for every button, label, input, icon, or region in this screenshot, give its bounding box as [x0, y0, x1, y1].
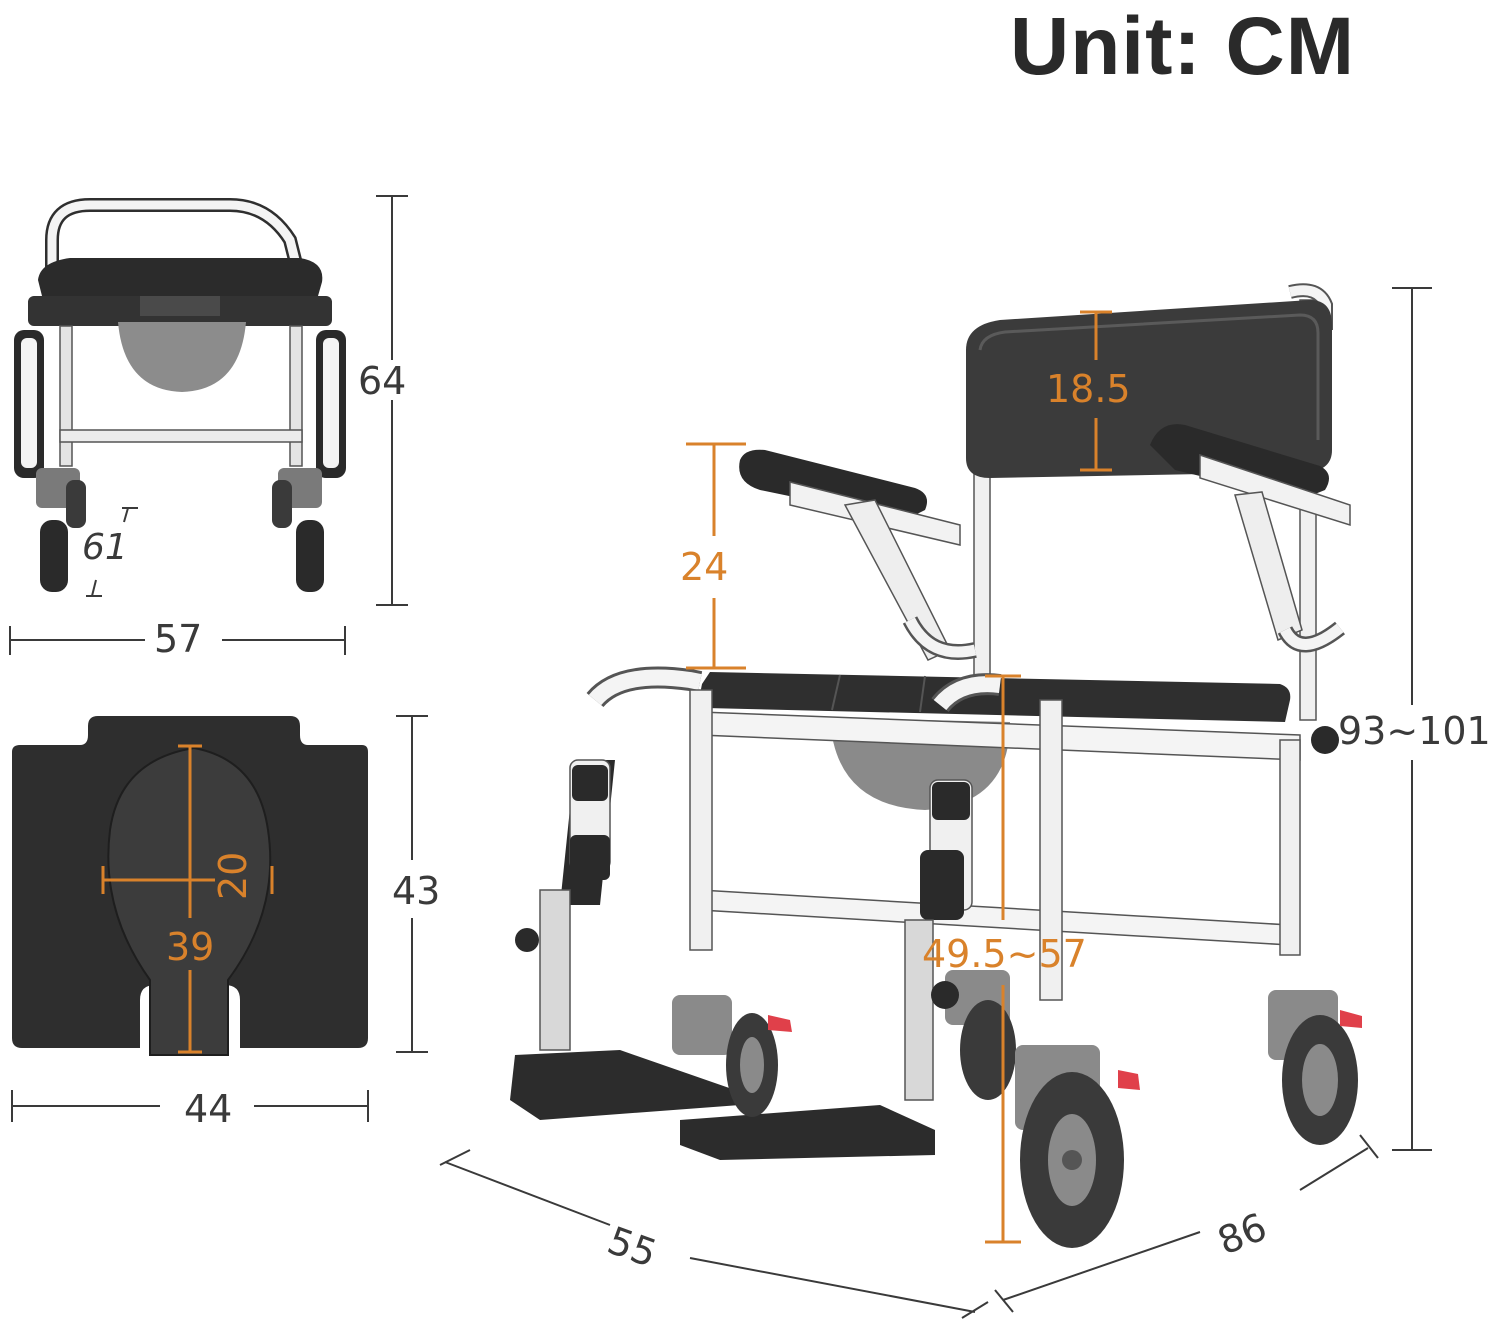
main-chair	[510, 283, 1362, 1248]
seat-view-dimension-lines	[11, 715, 428, 1122]
unit-title: Unit: CM	[1010, 1, 1356, 92]
total-height-label: 93~101	[1338, 709, 1491, 753]
armrest-height-label: 24	[680, 545, 729, 589]
seat-view-width-label: 44	[184, 1087, 233, 1131]
seat-view-height-label: 43	[392, 869, 441, 913]
back-height-label: 18.5	[1046, 367, 1131, 411]
front-view-height-label: 64	[358, 359, 407, 403]
front-view-chair	[14, 198, 346, 592]
seat-opening-length-label: 39	[166, 925, 215, 969]
main-orange-dimension-lines	[686, 310, 1112, 1244]
front-view-width-label: 57	[154, 617, 203, 661]
seat-height-label: 49.5~57	[922, 932, 1087, 976]
front-view-dimension-lines	[9, 195, 408, 655]
seat-opening-width-label: 20	[211, 851, 255, 900]
main-gray-dimension-lines	[439, 287, 1432, 1319]
front-view-side-label: 61	[82, 527, 128, 568]
seat-opening-dimension-lines	[101, 744, 274, 1054]
